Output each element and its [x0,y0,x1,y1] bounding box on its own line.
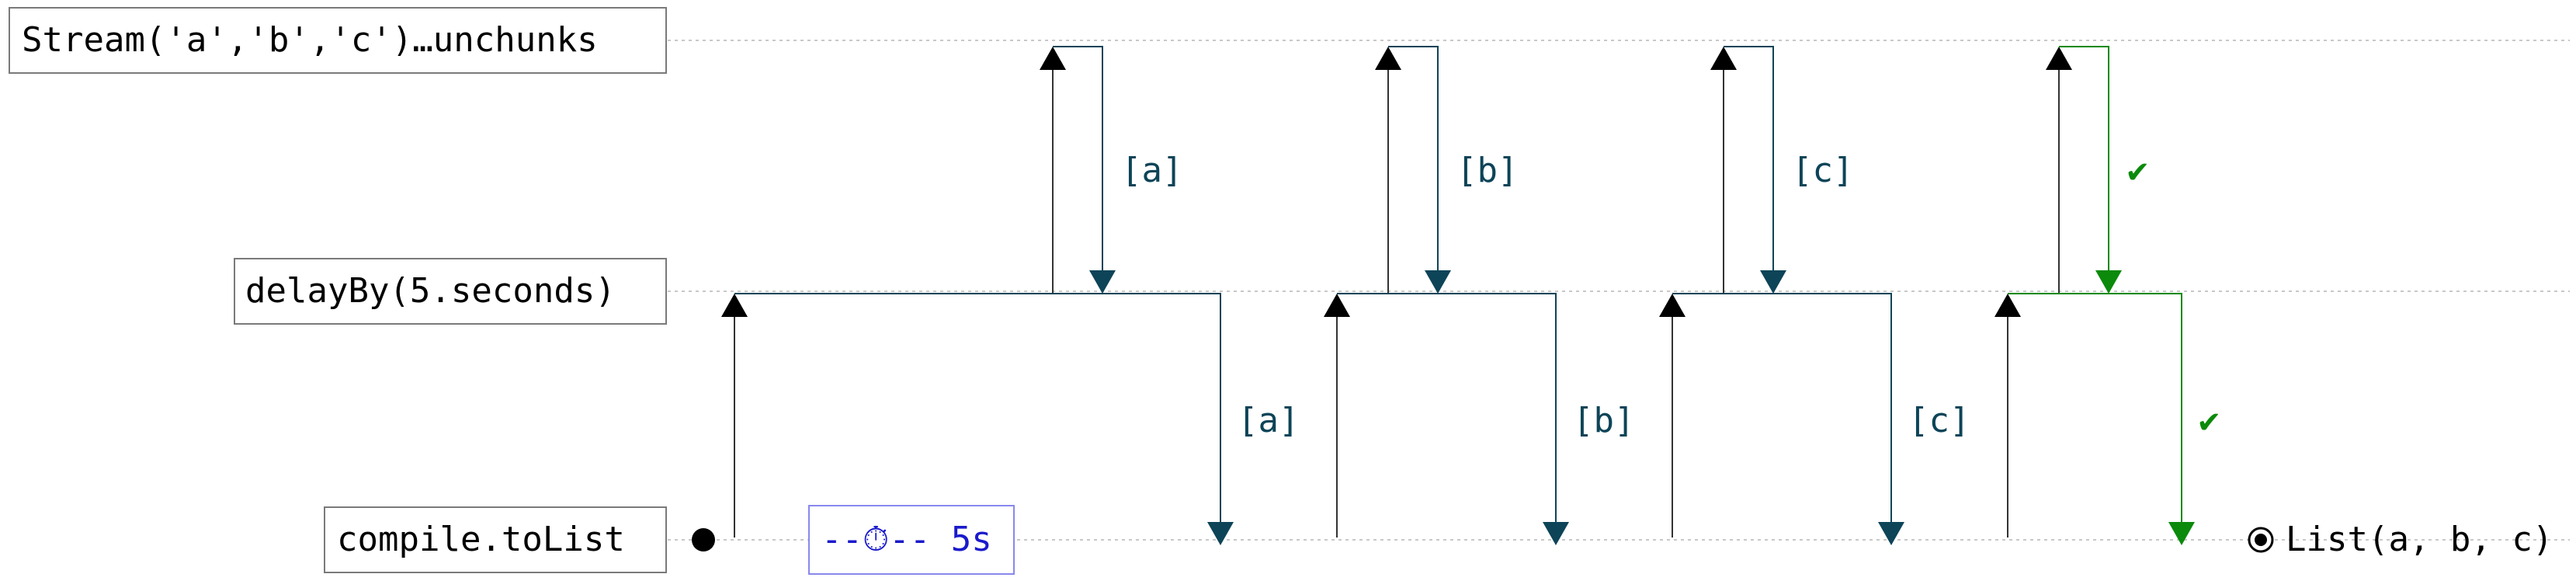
lower-response-arrow-0 [1207,522,1234,545]
upper-response-arrow-3 [2095,270,2122,294]
upper-request-arrow-2 [1710,47,1737,70]
end-marker [2248,527,2274,553]
lane-label-source: Stream('a','b','c')…unchunks [9,7,667,74]
upper-response-arrow-0 [1089,270,1116,294]
lower-value-label-2: [c] [1908,401,1970,440]
lower-value-label-3: ✔ [2199,401,2220,440]
lower-request-arrow-2 [1659,294,1686,317]
lane-label-source-text: Stream('a','b','c')…unchunks [22,20,598,60]
upper-value-label-1: [b] [1456,151,1518,190]
upper-response-line-0 [1053,46,1103,270]
lower-request-arrow-0 [721,294,748,317]
lower-request-arrow-1 [1324,294,1350,317]
upper-response-line-1 [1388,46,1439,270]
lower-response-line-3 [2008,293,2182,522]
lower-response-line-0 [734,293,1221,522]
upper-response-arrow-2 [1760,270,1786,294]
upper-request-arrow-1 [1375,47,1401,70]
upper-response-arrow-1 [1425,270,1451,294]
upper-value-label-2: [c] [1792,151,1853,190]
lower-response-line-2 [1672,293,1892,522]
lane-label-delay-text: delayBy(5.seconds) [245,271,616,311]
lane-label-delay: delayBy(5.seconds) [234,258,667,325]
result-label: List(a, b, c) [2286,520,2553,559]
upper-response-line-3 [2059,46,2109,270]
lane-label-sink-text: compile.toList [337,520,625,559]
lower-response-arrow-3 [2168,522,2195,545]
upper-value-label-3: ✔ [2127,151,2148,190]
lower-request-arrow-3 [1994,294,2021,317]
timer-label: --⏱-- 5s [821,520,992,559]
upper-request-arrow-3 [2046,47,2072,70]
upper-response-line-2 [1724,46,1774,270]
lane-label-sink: compile.toList [324,506,667,573]
lower-value-label-1: [b] [1573,401,1634,440]
cycles-group: [a] [a] [b] [b] [c] [c] ✔ ✔ [721,46,2220,545]
upper-request-arrow-0 [1040,47,1066,70]
lower-response-arrow-1 [1543,522,1569,545]
lower-value-label-0: [a] [1238,401,1299,440]
upper-value-label-0: [a] [1121,151,1182,190]
timer-box: --⏱-- 5s [808,505,1015,575]
lower-response-arrow-2 [1878,522,1904,545]
start-dot [692,528,715,551]
lower-response-line-1 [1337,293,1557,522]
